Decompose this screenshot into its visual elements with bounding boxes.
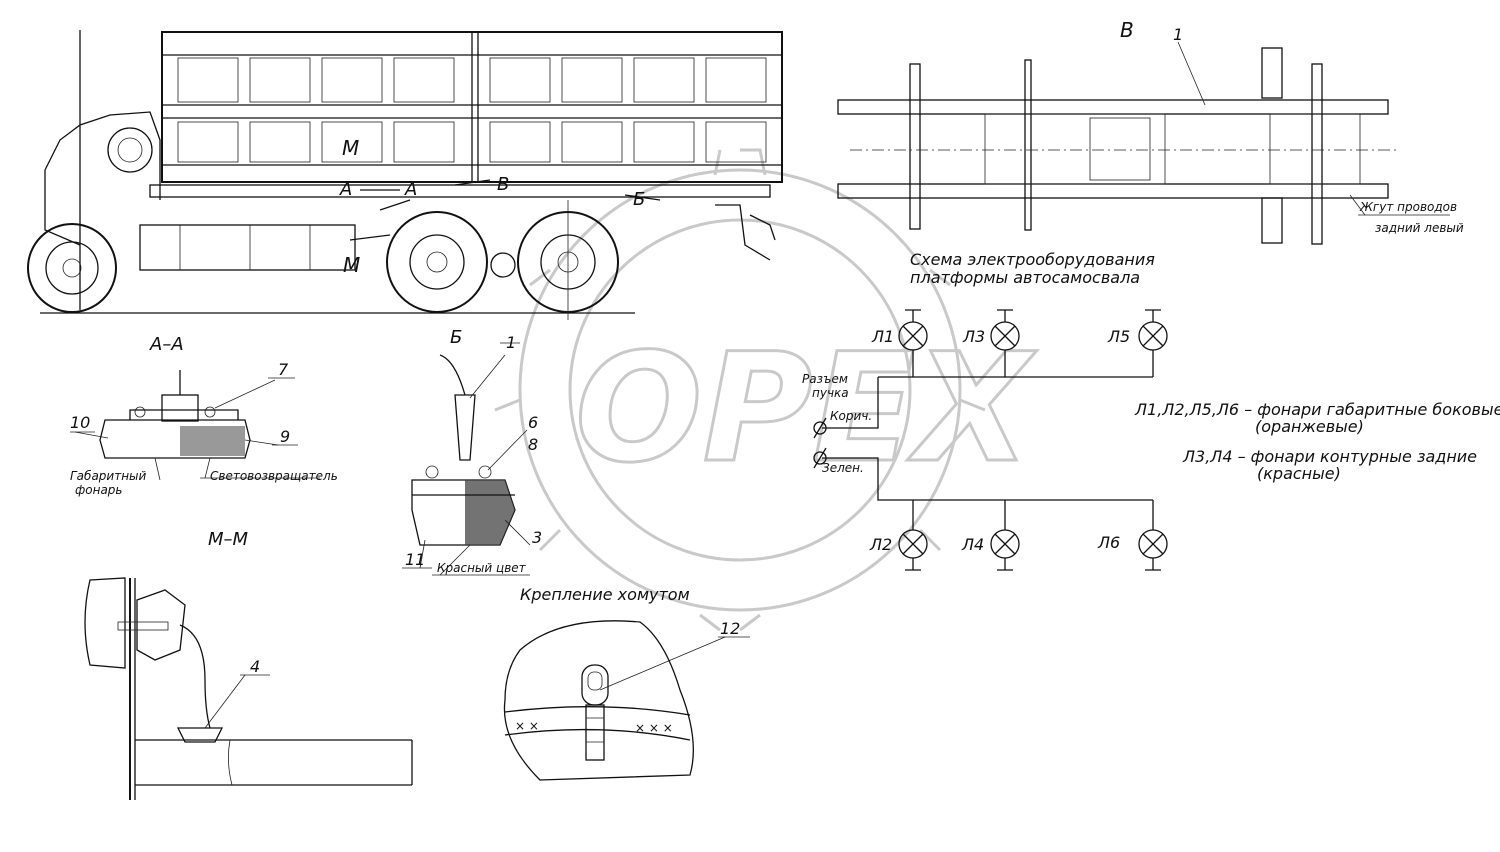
section-aa-title: А–А [149,334,184,355]
legend-2-line2: (красные) [1257,464,1341,483]
harness-label-2: задний левый [1375,221,1464,235]
lamp-label-l2: Л2 [869,535,892,554]
lamp-l1 [898,321,928,351]
wire-brown-label: Корич. [830,409,872,423]
view-b-letter: В [1120,18,1134,42]
label-b: Б [633,189,645,210]
red-lens-hatch [465,480,515,545]
reflector-hatch [180,426,245,456]
weld-marks-left: × × [515,719,539,733]
electrical-schematic: Схема электрооборудования платформы авто… [802,250,1500,571]
red-color-label: Красный цвет [437,561,527,575]
harness-label-1: Жгут проводов [1359,200,1457,214]
label-m-top: М [342,136,359,160]
weld-marks-right: × × × [635,721,673,735]
lamp-label-l3: Л3 [962,327,985,346]
callout-6: 6 [528,413,538,432]
truck-side-view: М А А В Б М [27,30,783,320]
lamp-label-l4: Л4 [961,535,984,554]
callout-1-b: 1 [506,333,516,352]
callout-11: 11 [405,550,425,569]
reflector-label: Световозвращатель [210,469,338,483]
lamp-l3 [990,321,1020,351]
label-a-right: А [404,179,417,200]
legend-2-line1: Л3,Л4 – фонари контурные задние [1182,447,1477,466]
callout-1-top: 1 [1173,25,1183,44]
callout-9: 9 [280,427,290,446]
callout-10: 10 [70,413,90,432]
harness-connector [813,417,827,469]
clamp-title: Крепление хомутом [520,585,690,604]
section-mm-title: М–М [208,529,249,550]
callout-7: 7 [278,360,289,379]
side-lamp-label-1: Габаритный [70,469,147,483]
lamp-l2 [898,529,928,559]
callout-3: 3 [532,528,542,547]
lamp-label-l1: Л1 [871,327,894,346]
watermark-gear: OPEX [494,148,1038,632]
schematic-title-1: Схема электрооборудования [910,250,1155,269]
clamp-mount-view: Крепление хомутом × × × × × 12 [503,585,750,781]
callout-8: 8 [528,435,538,454]
lamp-label-l6: Л6 [1097,533,1120,552]
side-lamp-label-2: фонарь [75,483,123,497]
connector-label-1: Разъем [802,372,848,386]
section-mm: М–М 4 [84,529,413,800]
label-a-left: А [339,179,352,200]
section-b: Б 1 6 8 3 11 Красный цвет [402,327,542,576]
legend-1-line2: (оранжевые) [1255,417,1364,436]
label-m-bottom: М [343,253,360,277]
section-aa: А–А 7 10 9 Габаритный фонарь Световозвра… [70,334,338,497]
schematic-title-2: платформы автосамосвала [910,268,1140,287]
legend-1-line1: Л1,Л2,Л5,Л6 – фонари габаритные боковые [1134,400,1500,419]
lamp-label-l5: Л5 [1107,327,1130,346]
callout-4: 4 [250,657,260,676]
callout-12: 12 [720,619,740,638]
lamp-l4 [990,529,1020,559]
lamp-l6 [1138,529,1168,559]
lamp-l5 [1138,321,1168,351]
watermark-text: OPEX [575,322,1037,496]
chassis-plan-view: В 1 Жгут проводов задний левый [837,18,1464,245]
label-v: В [497,174,509,195]
wire-green-label: Зелен. [822,461,864,475]
section-b-title: Б [450,327,462,348]
connector-label-2: пучка [812,386,849,400]
